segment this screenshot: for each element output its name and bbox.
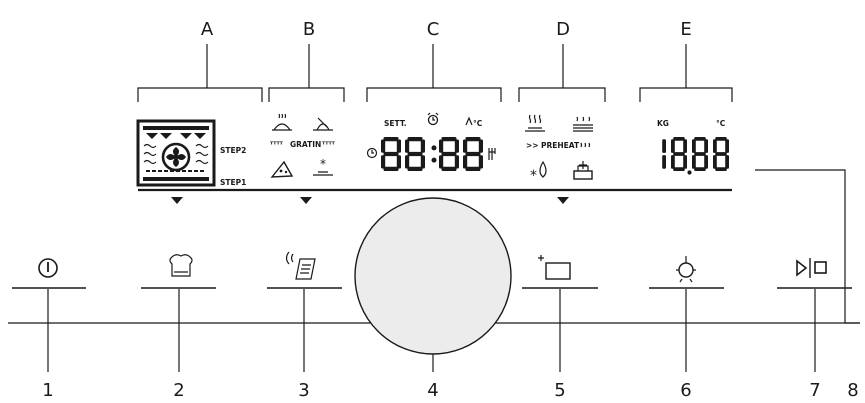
callout-number-3: 3 (298, 380, 309, 401)
cutlery-icon (488, 148, 496, 160)
gratin-marks-left: ᵀᵀᵀᵀ (270, 140, 284, 149)
callout-number-2: 2 (173, 380, 184, 401)
start-stop-button[interactable] (777, 258, 852, 289)
power-icon (38, 258, 58, 278)
heating-mode-display: STEP2 STEP1 (136, 119, 246, 187)
remote-recipe-button[interactable] (267, 251, 342, 289)
step2-label: STEP2 (220, 146, 246, 155)
preheat-display: >> PREHEAT * (525, 114, 593, 184)
zone-label-d: D (556, 19, 570, 40)
indicator-arrow-a (171, 197, 183, 204)
step1-label: STEP1 (220, 178, 246, 187)
zone-label-b: B (303, 19, 315, 40)
main-seven-segment-digits (381, 137, 483, 171)
callout-line-8 (755, 169, 860, 324)
zone-bracket-e (639, 44, 733, 102)
remote-recipe-icon (285, 251, 316, 280)
callout-number-1: 1 (42, 380, 53, 401)
control-knob[interactable] (354, 197, 512, 355)
pizza-icon (270, 160, 294, 178)
weight-seven-segment-digits (662, 137, 729, 175)
power-button[interactable] (12, 258, 86, 289)
alarm-clock-icon (427, 112, 439, 126)
preheat-arrows: >> (526, 141, 539, 150)
defrost-drop-icon: * (530, 160, 547, 184)
weight-temperature-display: KG °C (657, 119, 729, 175)
fan-icon (161, 142, 191, 172)
light-button[interactable] (649, 256, 724, 289)
gratin-marks-right: ᵀᵀᵀᵀ (322, 140, 336, 149)
kg-label: KG (657, 119, 669, 128)
chef-hat-button[interactable] (141, 254, 216, 289)
unit-c-label: °C (716, 119, 726, 128)
zone-bracket-a (137, 44, 263, 102)
svg-text:*: * (320, 157, 326, 171)
zone-label-c: C (427, 19, 440, 40)
temp-c-top: °C (473, 119, 483, 128)
pan-scale-icon (573, 161, 593, 180)
clock-icon (366, 147, 378, 159)
roast-dish-icon (272, 113, 292, 131)
temp-rise-icon: °C (465, 116, 483, 128)
zone-bracket-c (366, 44, 502, 102)
indicator-arrow-b (300, 197, 312, 204)
light-bulb-icon (676, 256, 696, 283)
zone-bracket-d (518, 44, 606, 102)
preheat-steam-icon (580, 142, 591, 148)
add-time-icon (538, 255, 571, 280)
callout-number-7: 7 (809, 380, 820, 401)
special-functions-display: ᵀᵀᵀᵀ GRATIN ᵀᵀᵀᵀ * (270, 113, 336, 178)
zone-bracket-b (268, 44, 345, 102)
indicator-arrow-d (557, 197, 569, 204)
preheat-label: PREHEAT (541, 141, 580, 150)
callout-number-6: 6 (680, 380, 691, 401)
plate-warming-icon (573, 116, 593, 132)
callout-number-5: 5 (554, 380, 565, 401)
no-preheat-icon (313, 117, 333, 131)
callout-number-4: 4 (427, 380, 438, 401)
zone-label-a: A (201, 19, 214, 40)
add-time-button[interactable] (522, 255, 598, 289)
gratin-label: GRATIN (290, 140, 321, 149)
defrost-dish-icon: * (313, 157, 333, 176)
callout-number-8: 8 (847, 380, 858, 401)
timer-display: SETT. °C (366, 112, 496, 171)
start-stop-icon (796, 258, 827, 278)
chef-hat-icon (169, 254, 193, 277)
sett-label: SETT. (384, 119, 407, 128)
zone-label-e: E (680, 19, 691, 40)
warming-dish-icon (525, 114, 545, 132)
svg-text:*: * (530, 168, 537, 184)
